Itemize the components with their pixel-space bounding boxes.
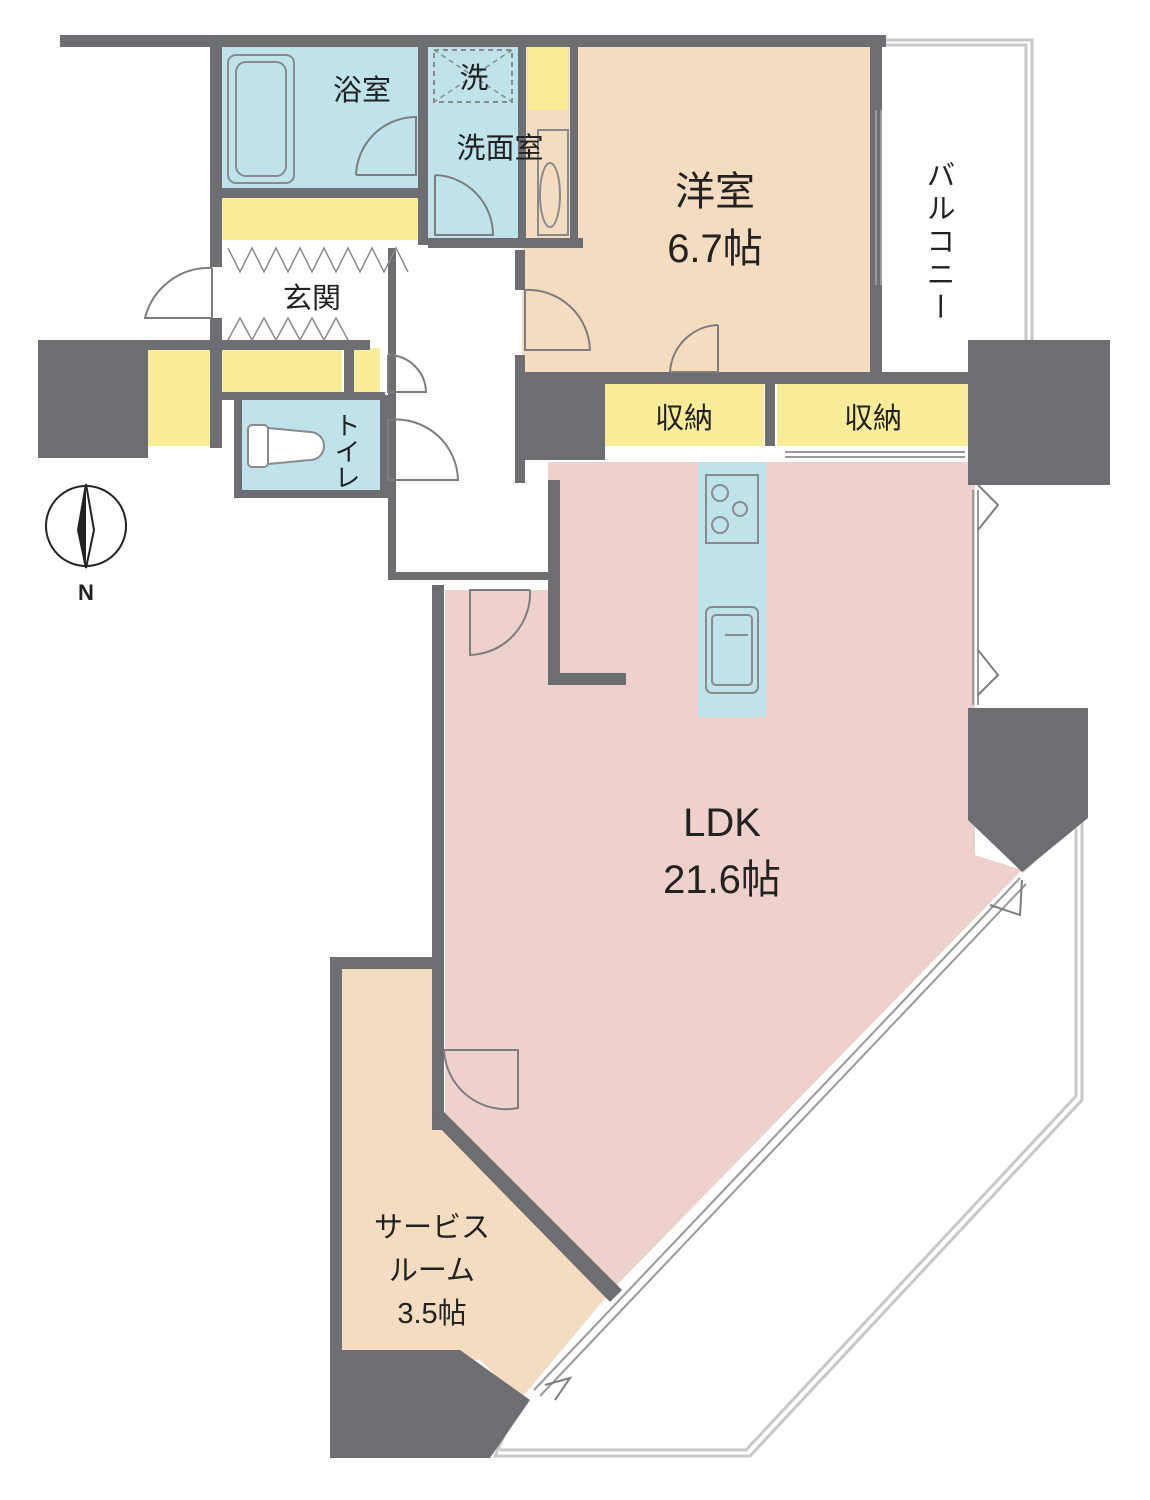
toilet-label: トイレ [331,412,361,490]
wash-basin-icon [537,129,569,236]
ldk-name: LDK [683,801,761,845]
room-fills [148,45,1022,1400]
north-arrow-icon: N [45,483,127,605]
service-room-area [338,965,612,1400]
bathtub [227,54,295,184]
entrance-label: 玄関 [283,282,341,315]
ldk-area [445,462,1022,1290]
toilet-icon [247,424,325,468]
kitchen-counter [698,462,766,717]
balcony-label: バルコニー [922,160,954,325]
storage-box-left [602,384,764,446]
laundry-label: 洗 [459,62,488,95]
walls [38,35,1110,1458]
western-room-area [522,45,878,372]
closet-hanger-marks [227,246,409,342]
room-labels: 浴室 洗 洗面室 洋室 6.7帖 バルコニー 玄関 収納 収納 トイレ LDK … [283,62,954,1330]
closet-left [148,348,212,446]
bath-label: 浴室 [333,74,391,107]
service-room-size: 3.5帖 [397,1297,466,1330]
windows [533,110,1027,1397]
sink-icon [705,606,759,694]
north-label: N [78,580,94,605]
stove-icon [705,474,759,544]
storage-right-label: 収納 [844,402,902,435]
storage-left-label: 収納 [655,402,713,435]
closet-top [220,198,418,240]
doors [143,115,1023,1401]
closet-entrance [222,348,342,392]
washroom-area [428,45,520,242]
closet-entrance-small [354,348,380,392]
closet-laundry [528,45,568,110]
service-room-line2: ルーム [389,1255,475,1287]
storage-box-right [777,384,969,446]
washroom-label: 洗面室 [456,132,543,165]
service-room-line1: サービス [374,1212,490,1244]
western-room-size: 6.7帖 [667,227,763,271]
ldk-size: 21.6帖 [663,858,781,902]
washing-machine-icon [433,49,513,103]
western-room-name: 洋室 [675,170,755,214]
bath-area [220,45,420,188]
